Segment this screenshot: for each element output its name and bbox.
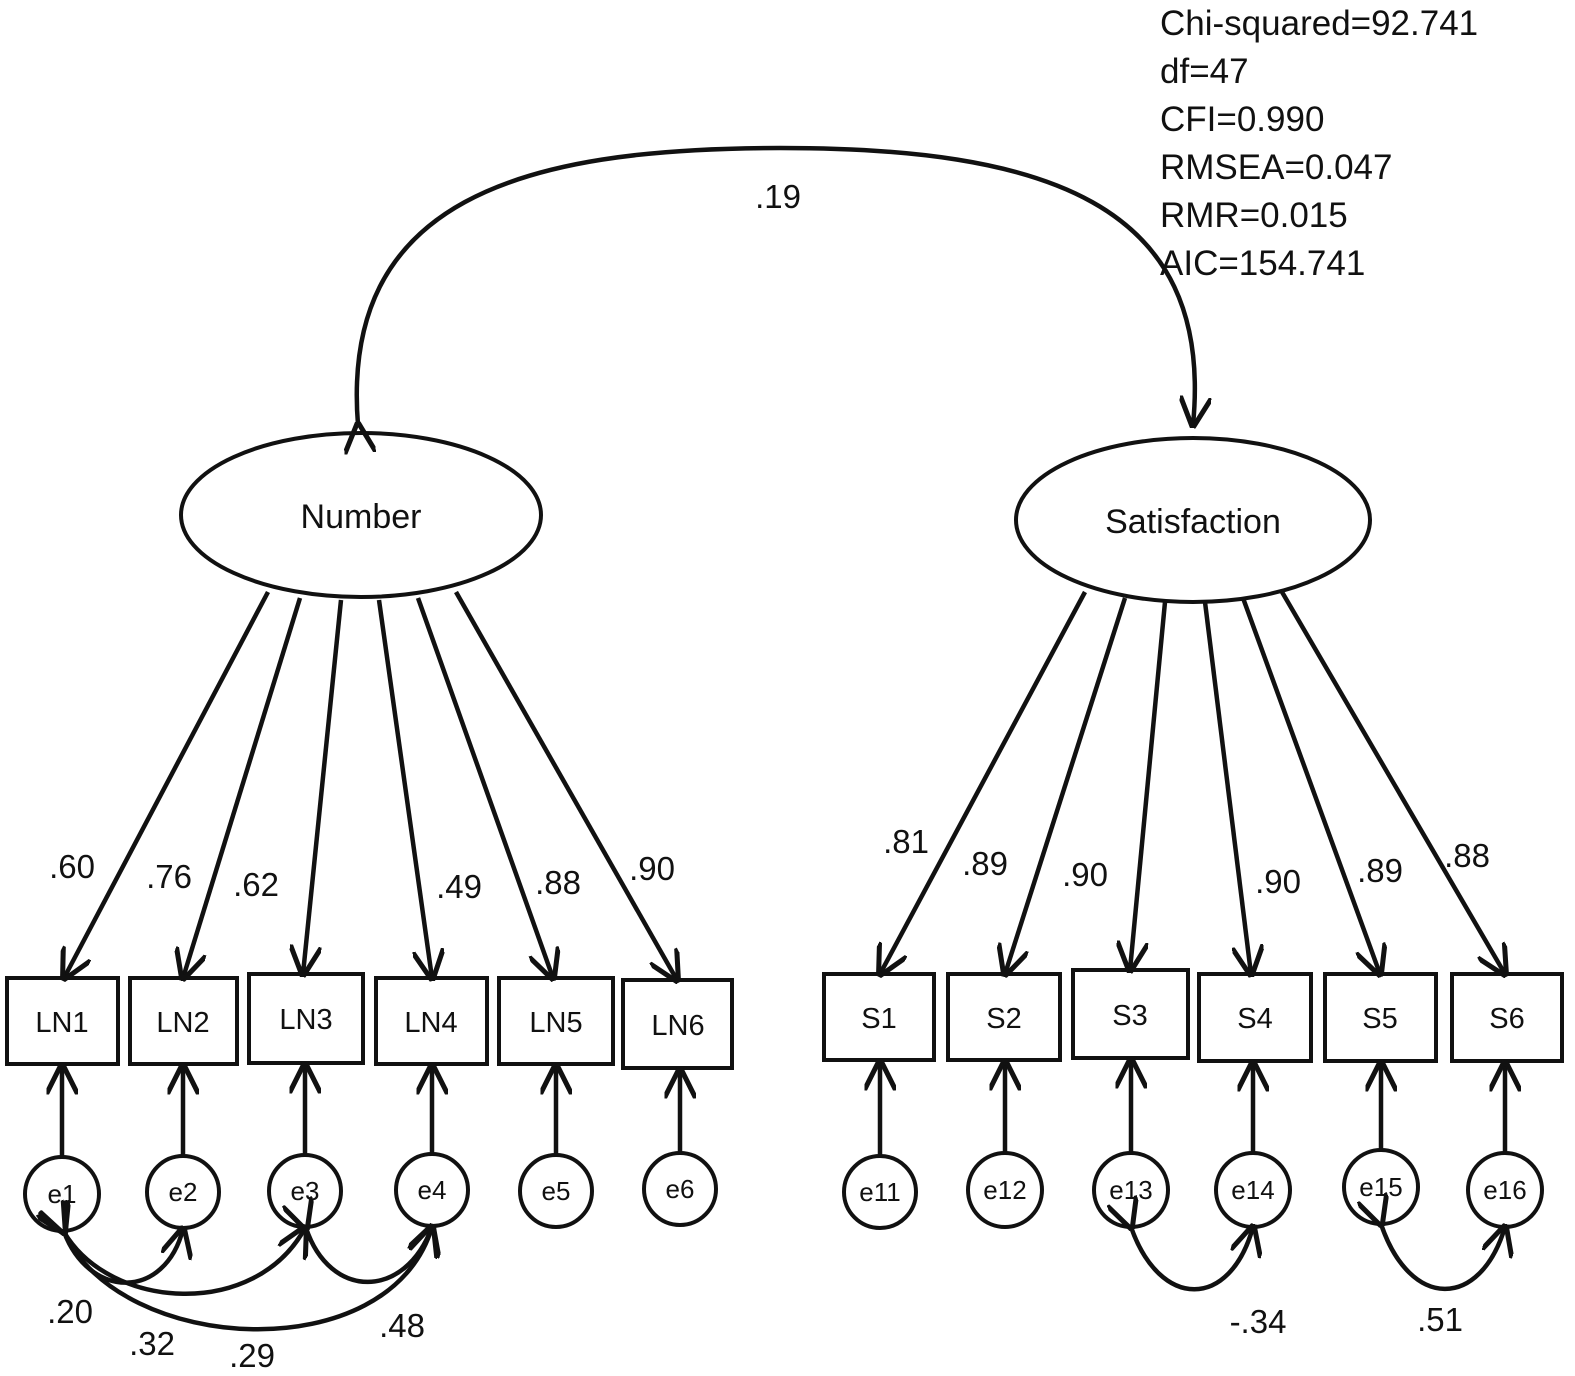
loading-arrow-ln1	[64, 590, 270, 978]
indicator-label-ln2: LN2	[156, 1007, 209, 1039]
fit-stat-cfi: CFI=0.990	[1160, 100, 1325, 139]
error-label-e1: e1	[48, 1179, 77, 1209]
indicator-label-ln1: LN1	[35, 1007, 88, 1039]
error-label-e2: e2	[169, 1177, 198, 1207]
error-covariance-arc-e1-e4	[64, 1227, 432, 1332]
loading-label-ln3: .62	[233, 866, 279, 903]
indicator-label-ln4: LN4	[404, 1007, 457, 1039]
loading-arrow-s1	[880, 590, 1087, 974]
indicator-label-ln3: LN3	[279, 1004, 332, 1036]
error-covariance-label-e15-e16: .51	[1417, 1301, 1463, 1338]
error-covariance-label-e13-e14: -.34	[1230, 1303, 1287, 1340]
indicator-label-s5: S5	[1362, 1003, 1397, 1035]
error-label-e6: e6	[666, 1174, 695, 1204]
fit-stat-chi-squared: Chi-squared=92.741	[1160, 4, 1479, 43]
fit-stat-rmsea: RMSEA=0.047	[1160, 148, 1393, 187]
fit-stat-rmr: RMR=0.015	[1160, 196, 1348, 235]
error-label-e13: e13	[1109, 1175, 1152, 1205]
error-covariance-arc-e1-e3	[64, 1228, 305, 1296]
latent-label-number: Number	[301, 498, 422, 536]
loading-arrow-ln2	[183, 597, 303, 978]
error-label-e5: e5	[542, 1176, 571, 1206]
error-covariance-label-e3-e4: .48	[379, 1307, 425, 1344]
indicator-label-s4: S4	[1237, 1003, 1272, 1035]
indicator-label-s2: S2	[986, 1003, 1021, 1035]
error-label-e3: e3	[291, 1176, 320, 1206]
error-circle-e6	[642, 1151, 718, 1227]
error-covariance-arc-e15-e16	[1381, 1224, 1505, 1292]
latent-label-satisfaction: Satisfaction	[1105, 503, 1281, 541]
model-fit-statistics: Chi-squared=92.741 df=47 CFI=0.990 RMSEA…	[1160, 0, 1570, 288]
loading-label-s3: .90	[1062, 856, 1108, 893]
error-label-e14: e14	[1231, 1175, 1274, 1205]
error-covariance-arc-e3-e4	[306, 1227, 432, 1285]
error-label-e12: e12	[983, 1175, 1026, 1205]
loading-label-s6: .88	[1444, 837, 1490, 874]
error-covariance-label-e1-e3: .32	[129, 1325, 175, 1362]
error-label-e4: e4	[418, 1175, 447, 1205]
loading-arrow-s3	[1130, 601, 1168, 970]
indicator-label-s1: S1	[861, 1003, 896, 1035]
error-circle-e5	[518, 1153, 594, 1229]
factor-correlation-arc	[357, 145, 1195, 425]
factor-correlation-label: .19	[755, 178, 801, 215]
latent-number	[179, 431, 543, 599]
loading-label-ln2: .76	[146, 858, 192, 895]
indicator-label-s6: S6	[1489, 1003, 1524, 1035]
loading-arrow-ln6	[454, 590, 677, 980]
indicator-label-s3: S3	[1112, 1000, 1147, 1032]
latent-satisfaction	[1014, 436, 1372, 604]
loading-label-s4: .90	[1255, 863, 1301, 900]
error-circle-e11	[842, 1154, 918, 1230]
error-label-e15: e15	[1359, 1172, 1402, 1202]
error-covariance-label-e1-e4: .29	[229, 1337, 275, 1374]
loading-label-ln4: .49	[436, 868, 482, 905]
indicator-label-ln6: LN6	[651, 1010, 704, 1042]
loading-arrow-ln3	[303, 599, 344, 974]
error-label-e11: e11	[859, 1177, 900, 1207]
loading-arrow-s2	[1005, 597, 1128, 974]
loading-arrow-s5	[1240, 597, 1380, 974]
loading-arrow-s4	[1202, 601, 1251, 974]
loading-arrow-ln4	[376, 599, 432, 978]
loading-label-ln1: .60	[49, 848, 95, 885]
loading-label-s1: .81	[883, 823, 929, 860]
error-covariance-label-e1-e2: .20	[47, 1293, 93, 1330]
loading-label-ln6: .90	[629, 850, 675, 887]
loading-arrow-s6	[1280, 590, 1505, 974]
fit-stat-aic: AIC=154.741	[1160, 244, 1366, 283]
error-circle-e12	[966, 1151, 1044, 1229]
loading-label-s5: .89	[1357, 852, 1403, 889]
indicator-label-ln5: LN5	[529, 1007, 582, 1039]
error-label-e16: e16	[1483, 1175, 1526, 1205]
loading-label-s2: .89	[962, 845, 1008, 882]
fit-stat-df: df=47	[1160, 52, 1249, 91]
error-covariance-arc-e13-e14	[1131, 1227, 1253, 1292]
loading-arrow-ln5	[415, 597, 553, 978]
loading-label-ln5: .88	[535, 864, 581, 901]
